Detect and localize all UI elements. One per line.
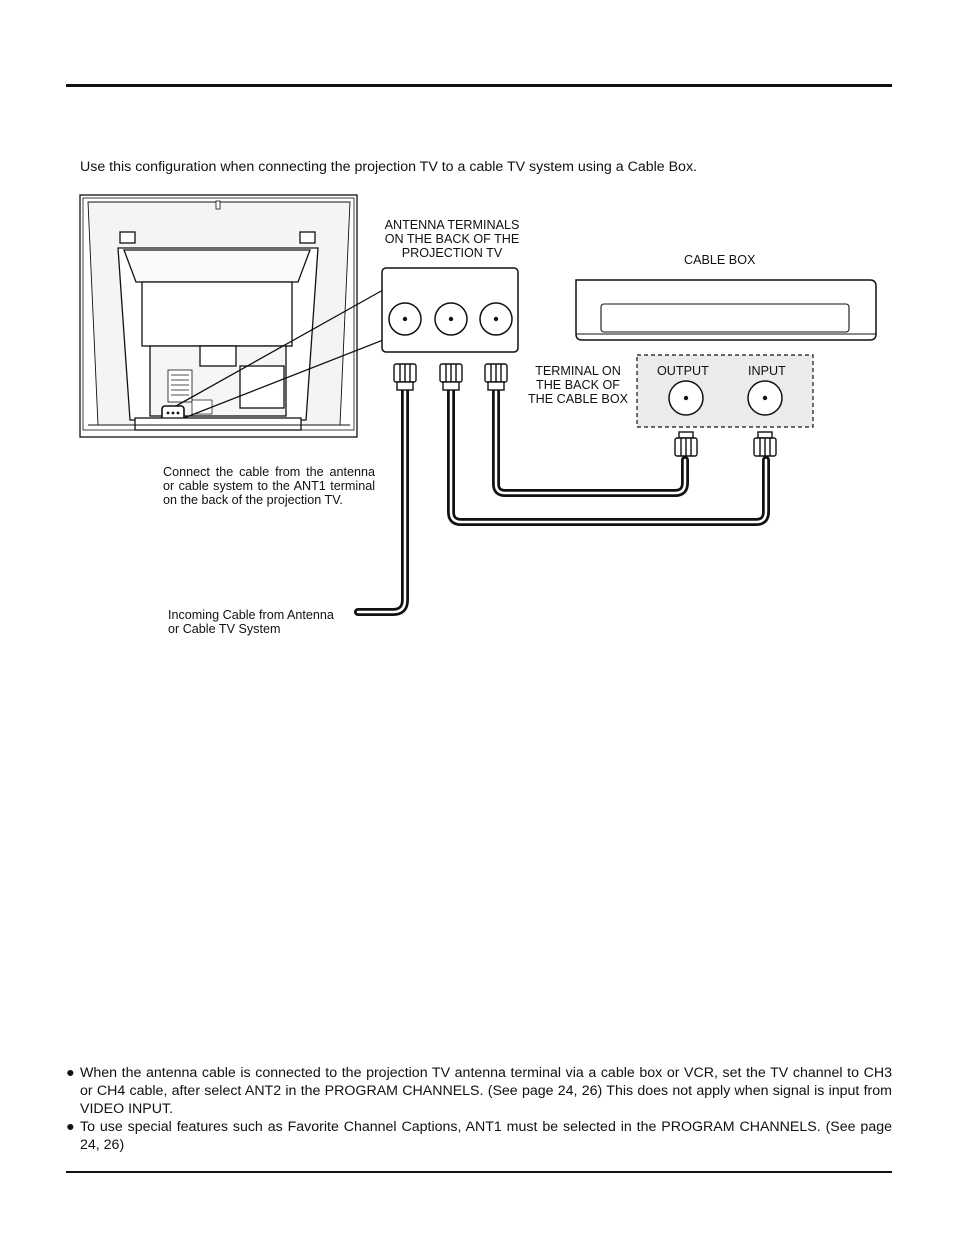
connector-icon: [439, 363, 463, 391]
ant-terminal-3-icon: [479, 302, 513, 336]
label-line: ON THE BACK OF THE: [384, 232, 520, 246]
connector-icon: [484, 363, 508, 391]
label-line: PROJECTION TV: [401, 246, 503, 260]
label-line: ANTENNA TERMINALS: [384, 218, 520, 232]
connector-icon: [753, 431, 777, 457]
ant-terminal-2-icon: [434, 302, 468, 336]
input-terminal-icon: [747, 380, 783, 416]
cable-box-terminal-panel: [636, 354, 814, 428]
antenna-terminal-panel: [381, 267, 519, 353]
tv-side-connectors: [393, 363, 508, 391]
label-line: TERMINAL ON: [535, 364, 621, 378]
cable-tv-to-box-input: [447, 384, 770, 526]
note-text: To use special features such as Favorite…: [80, 1119, 892, 1153]
antenna-terminals-label: ANTENNA TERMINALS ON THE BACK OF THE PRO…: [362, 218, 542, 260]
intro-text: Use this configuration when connecting t…: [80, 159, 697, 175]
connection-diagram: [79, 194, 877, 616]
bullet-icon: ●: [66, 1119, 75, 1135]
label-line: THE BACK OF: [536, 378, 620, 392]
label-line: Incoming Cable from Antenna: [168, 608, 334, 622]
terminal-on-back-label: TERMINAL ON THE BACK OF THE CABLE BOX: [522, 364, 634, 406]
output-terminal-icon: [668, 380, 704, 416]
label-line: or Cable TV System: [168, 622, 281, 636]
cables: [354, 384, 770, 616]
incoming-cable: [354, 384, 409, 616]
cable-box-output-to-tv: [492, 384, 689, 497]
connector-icon: [674, 431, 698, 457]
note-item: ● To use special features such as Favori…: [66, 1118, 892, 1154]
input-label: INPUT: [748, 364, 786, 378]
zoom-callout-lines: [175, 289, 384, 419]
notes: ● When the antenna cable is connected to…: [66, 1064, 892, 1154]
bullet-icon: ●: [66, 1065, 75, 1081]
top-rule: [66, 84, 892, 87]
note-item: ● When the antenna cable is connected to…: [66, 1064, 892, 1118]
label-line: THE CABLE BOX: [527, 392, 629, 406]
cable-box-label: CABLE BOX: [684, 253, 756, 267]
note-text: When the antenna cable is connected to t…: [80, 1065, 892, 1117]
bottom-rule: [66, 1171, 892, 1173]
projection-tv-rear: [79, 194, 358, 438]
incoming-cable-label: Incoming Cable from Antenna or Cable TV …: [168, 608, 334, 636]
box-side-connectors: [674, 431, 777, 457]
connector-icon: [393, 363, 417, 391]
ant-terminal-1-icon: [388, 302, 422, 336]
connect-instruction: Connect the cable from the antenna or ca…: [163, 465, 375, 507]
output-label: OUTPUT: [657, 364, 709, 378]
cable-box: [575, 279, 877, 341]
